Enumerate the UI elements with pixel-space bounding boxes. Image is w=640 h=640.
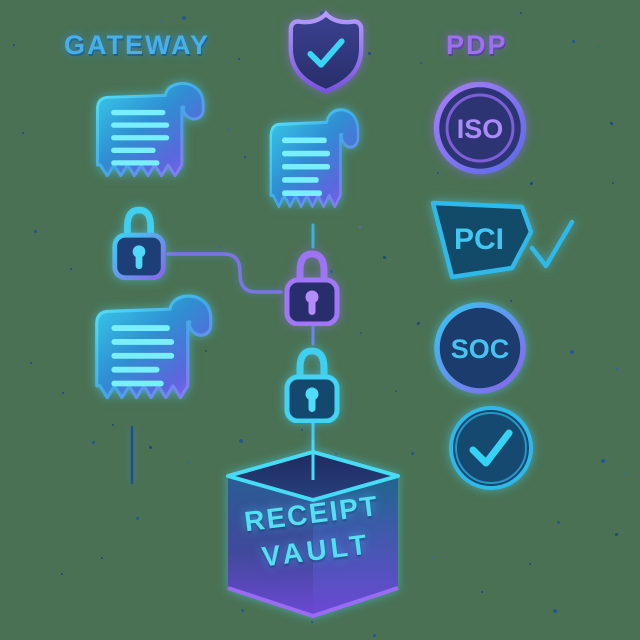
checkmark-icon [529, 219, 575, 269]
speckle [360, 332, 362, 334]
iso-badge-label: ISO [457, 114, 504, 144]
receipt-icon [82, 78, 208, 196]
speckle [368, 52, 371, 55]
speckle [205, 350, 207, 352]
speckle [612, 182, 614, 184]
speckle [557, 521, 560, 524]
padlock-icon [112, 206, 166, 280]
speckle [598, 46, 600, 48]
speckle [13, 44, 15, 46]
speckle [529, 563, 531, 565]
speckle [70, 268, 72, 270]
speckle [244, 156, 246, 158]
pci-badge: PCI [430, 200, 534, 280]
speckle [623, 473, 625, 475]
speckle [182, 16, 186, 20]
speckle [227, 128, 229, 130]
receipt-icon [258, 104, 362, 228]
speckle [373, 634, 376, 637]
pdp-label: PDP [446, 30, 508, 60]
speckle [22, 132, 24, 134]
vault-cube-icon [226, 440, 400, 618]
soc-badge-label: SOC [451, 334, 510, 364]
pci-badge-label: PCI [454, 223, 504, 256]
speckle [238, 58, 240, 60]
speckle [359, 226, 361, 228]
speckle [420, 62, 422, 64]
speckle [34, 230, 37, 233]
gateway-label: GATEWAY [64, 30, 211, 60]
speckle [411, 452, 414, 455]
speckle [437, 172, 439, 174]
speckle [136, 517, 139, 520]
speckle [615, 533, 618, 536]
speckle [61, 573, 63, 575]
speckle [395, 390, 397, 392]
speckle [383, 256, 386, 259]
speckle [311, 621, 313, 623]
iso-badge: ISO [433, 81, 527, 175]
approved-check-badge [449, 406, 533, 490]
padlock-icon [284, 250, 340, 326]
speckle [112, 424, 114, 426]
speckle [320, 11, 324, 15]
soc-badge: SOC [434, 302, 526, 394]
speckle [510, 300, 512, 302]
speckle [572, 40, 575, 43]
speckle [62, 392, 64, 394]
speckle [417, 322, 420, 325]
speckle [481, 591, 483, 593]
speckle [601, 459, 605, 463]
speckle [92, 441, 95, 444]
receipt-icon [80, 290, 216, 420]
speckle [570, 350, 574, 354]
speckle [330, 270, 333, 273]
speckle [335, 453, 337, 455]
speckle [241, 609, 244, 612]
speckle [218, 246, 220, 248]
speckle [530, 182, 533, 185]
speckle [149, 446, 152, 449]
speckle [187, 461, 189, 463]
padlock-icon [284, 347, 340, 423]
speckle [553, 609, 557, 613]
speckle [615, 367, 618, 370]
speckle [301, 429, 303, 431]
speckle [30, 362, 32, 364]
speckle [101, 557, 103, 559]
speckle [520, 12, 522, 14]
speckle [431, 556, 433, 558]
shield-check-icon [288, 10, 364, 94]
speckle [610, 122, 613, 125]
speckle [239, 439, 243, 443]
speckle [160, 20, 162, 22]
